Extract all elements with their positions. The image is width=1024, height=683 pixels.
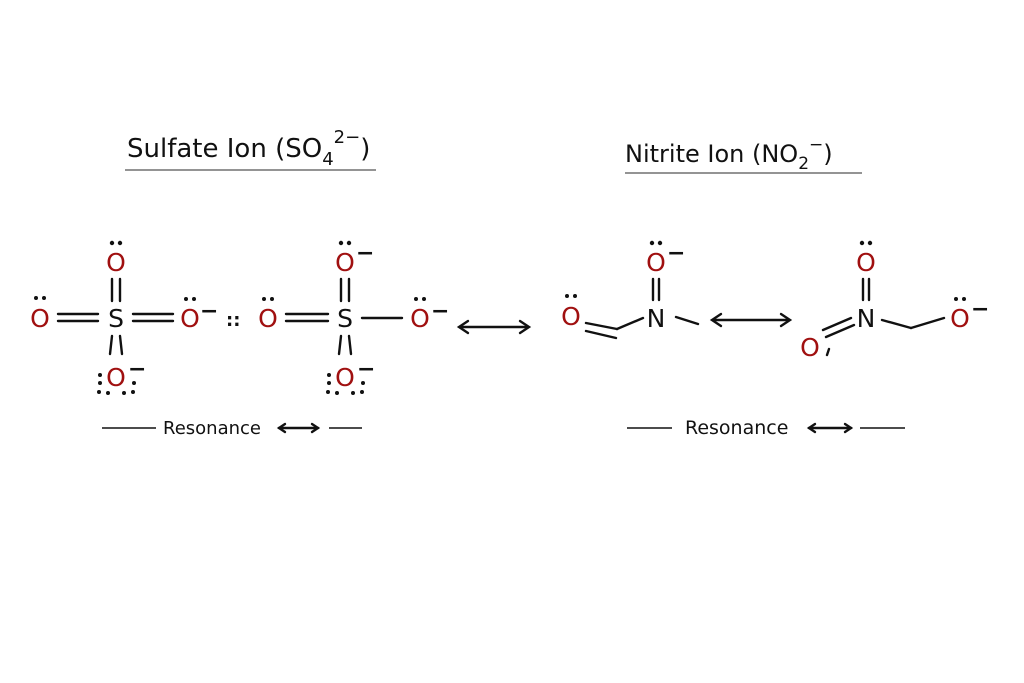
oxygen-atom: O: [561, 302, 581, 331]
charge: −: [200, 299, 218, 324]
resonance-arrow-icon: [709, 312, 793, 328]
oxygen-atom: O: [30, 304, 50, 333]
separator: ::: [226, 310, 240, 331]
oxygen-atom: O: [106, 363, 126, 392]
oxygen-atom: O: [335, 363, 355, 392]
oxygen-atom: O: [950, 304, 970, 333]
charge: −: [128, 357, 146, 382]
charge: −: [431, 299, 449, 324]
nitrite-title: Nitrite Ion (NO2−): [625, 135, 862, 174]
charge: −: [356, 241, 374, 266]
oxygen-atom: O: [856, 248, 876, 277]
double-arrow-icon: [276, 422, 321, 434]
charge: −: [971, 297, 989, 322]
sulfate-title: Sulfate Ion (SO42−): [125, 127, 376, 171]
oxygen-atom: O: [180, 304, 200, 333]
sulfur-atom: S: [108, 304, 124, 333]
sulfate-structure-2: S O − O O − O −: [258, 240, 449, 395]
oxygen-atom: O: [335, 248, 355, 277]
oxygen-atom: O: [410, 304, 430, 333]
svg-text:Sulfate Ion (SO42−): Sulfate Ion (SO42−): [127, 127, 370, 170]
svg-text:Resonance: Resonance: [163, 418, 261, 439]
charge: −: [357, 357, 375, 382]
svg-text:Resonance: Resonance: [685, 417, 788, 439]
sulfate-structure-1: S O O O − O −: [30, 240, 218, 395]
charge: −: [667, 241, 685, 266]
nitrite-resonance-label: Resonance: [627, 417, 905, 439]
oxygen-atom: O: [258, 304, 278, 333]
nitrite-structure-2: N O O O −: [800, 240, 989, 362]
oxygen-atom: O: [646, 248, 666, 277]
resonance-arrow-icon: [456, 319, 532, 335]
sulfur-atom: S: [337, 304, 353, 333]
oxygen-atom: O: [106, 248, 126, 277]
double-arrow-icon: [806, 422, 854, 434]
oxygen-atom: O: [800, 333, 820, 362]
nitrite-structure-1: N O − O: [561, 240, 700, 340]
nitrogen-atom: N: [857, 304, 876, 333]
sulfate-resonance-label: Resonance: [102, 418, 362, 439]
nitrogen-atom: N: [647, 304, 666, 333]
svg-text:Nitrite Ion (NO2−): Nitrite Ion (NO2−): [625, 135, 833, 174]
